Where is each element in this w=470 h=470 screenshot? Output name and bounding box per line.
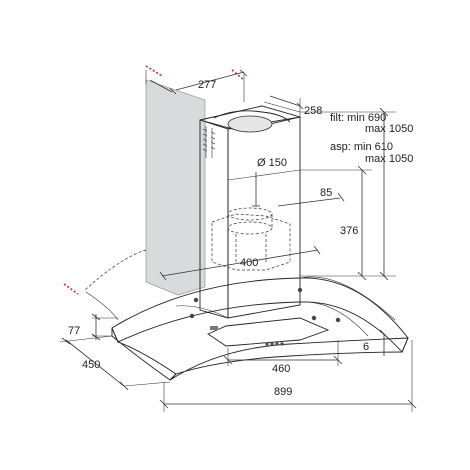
label-flue-diameter: Ø 150: [257, 157, 287, 169]
label-899: 899: [274, 386, 292, 398]
dim-flue-diameter: [252, 172, 260, 207]
label-77: 77: [68, 325, 80, 337]
control-buttons: [265, 342, 284, 346]
dim-hood-depth: [59, 335, 171, 391]
control-button: [280, 342, 284, 346]
wall-curve-dashed: [84, 249, 147, 291]
label-277: 277: [198, 79, 216, 91]
dim-glass-thickness: [91, 313, 118, 341]
control-button: [275, 342, 279, 346]
control-button: [265, 342, 269, 346]
control-button: [270, 342, 274, 346]
note-asp-1: asp: min 610: [330, 141, 393, 153]
label-400: 400: [240, 257, 258, 269]
dim-chimney-depth: [145, 69, 248, 102]
red-reference-lines: [63, 65, 245, 295]
label-376: 376: [340, 225, 358, 237]
note-filt-2: max 1050: [365, 123, 413, 135]
label-258: 258: [304, 105, 322, 117]
dim-total-height: [300, 107, 396, 281]
hood-canopy: [85, 276, 409, 381]
dim-control-width: [223, 340, 343, 366]
dim-outlet-width: [159, 245, 321, 281]
wall-panel: [145, 79, 206, 296]
flue-outlet-hidden: [211, 207, 291, 271]
note-filt-1: filt: min 690: [330, 112, 386, 124]
label-6: 6: [363, 341, 369, 353]
dim-height-376: [300, 165, 372, 281]
dim-hood-width: [159, 340, 417, 412]
note-asp-2: max 1050: [365, 153, 413, 165]
dim-85: [277, 192, 345, 210]
label-450: 450: [82, 359, 100, 371]
label-85: 85: [320, 187, 332, 199]
vent-slots: [202, 128, 216, 152]
dim-chimney-width: [263, 95, 304, 116]
chimney: [199, 105, 302, 319]
label-460: 460: [272, 363, 290, 375]
dim-edge-6: [379, 329, 389, 356]
